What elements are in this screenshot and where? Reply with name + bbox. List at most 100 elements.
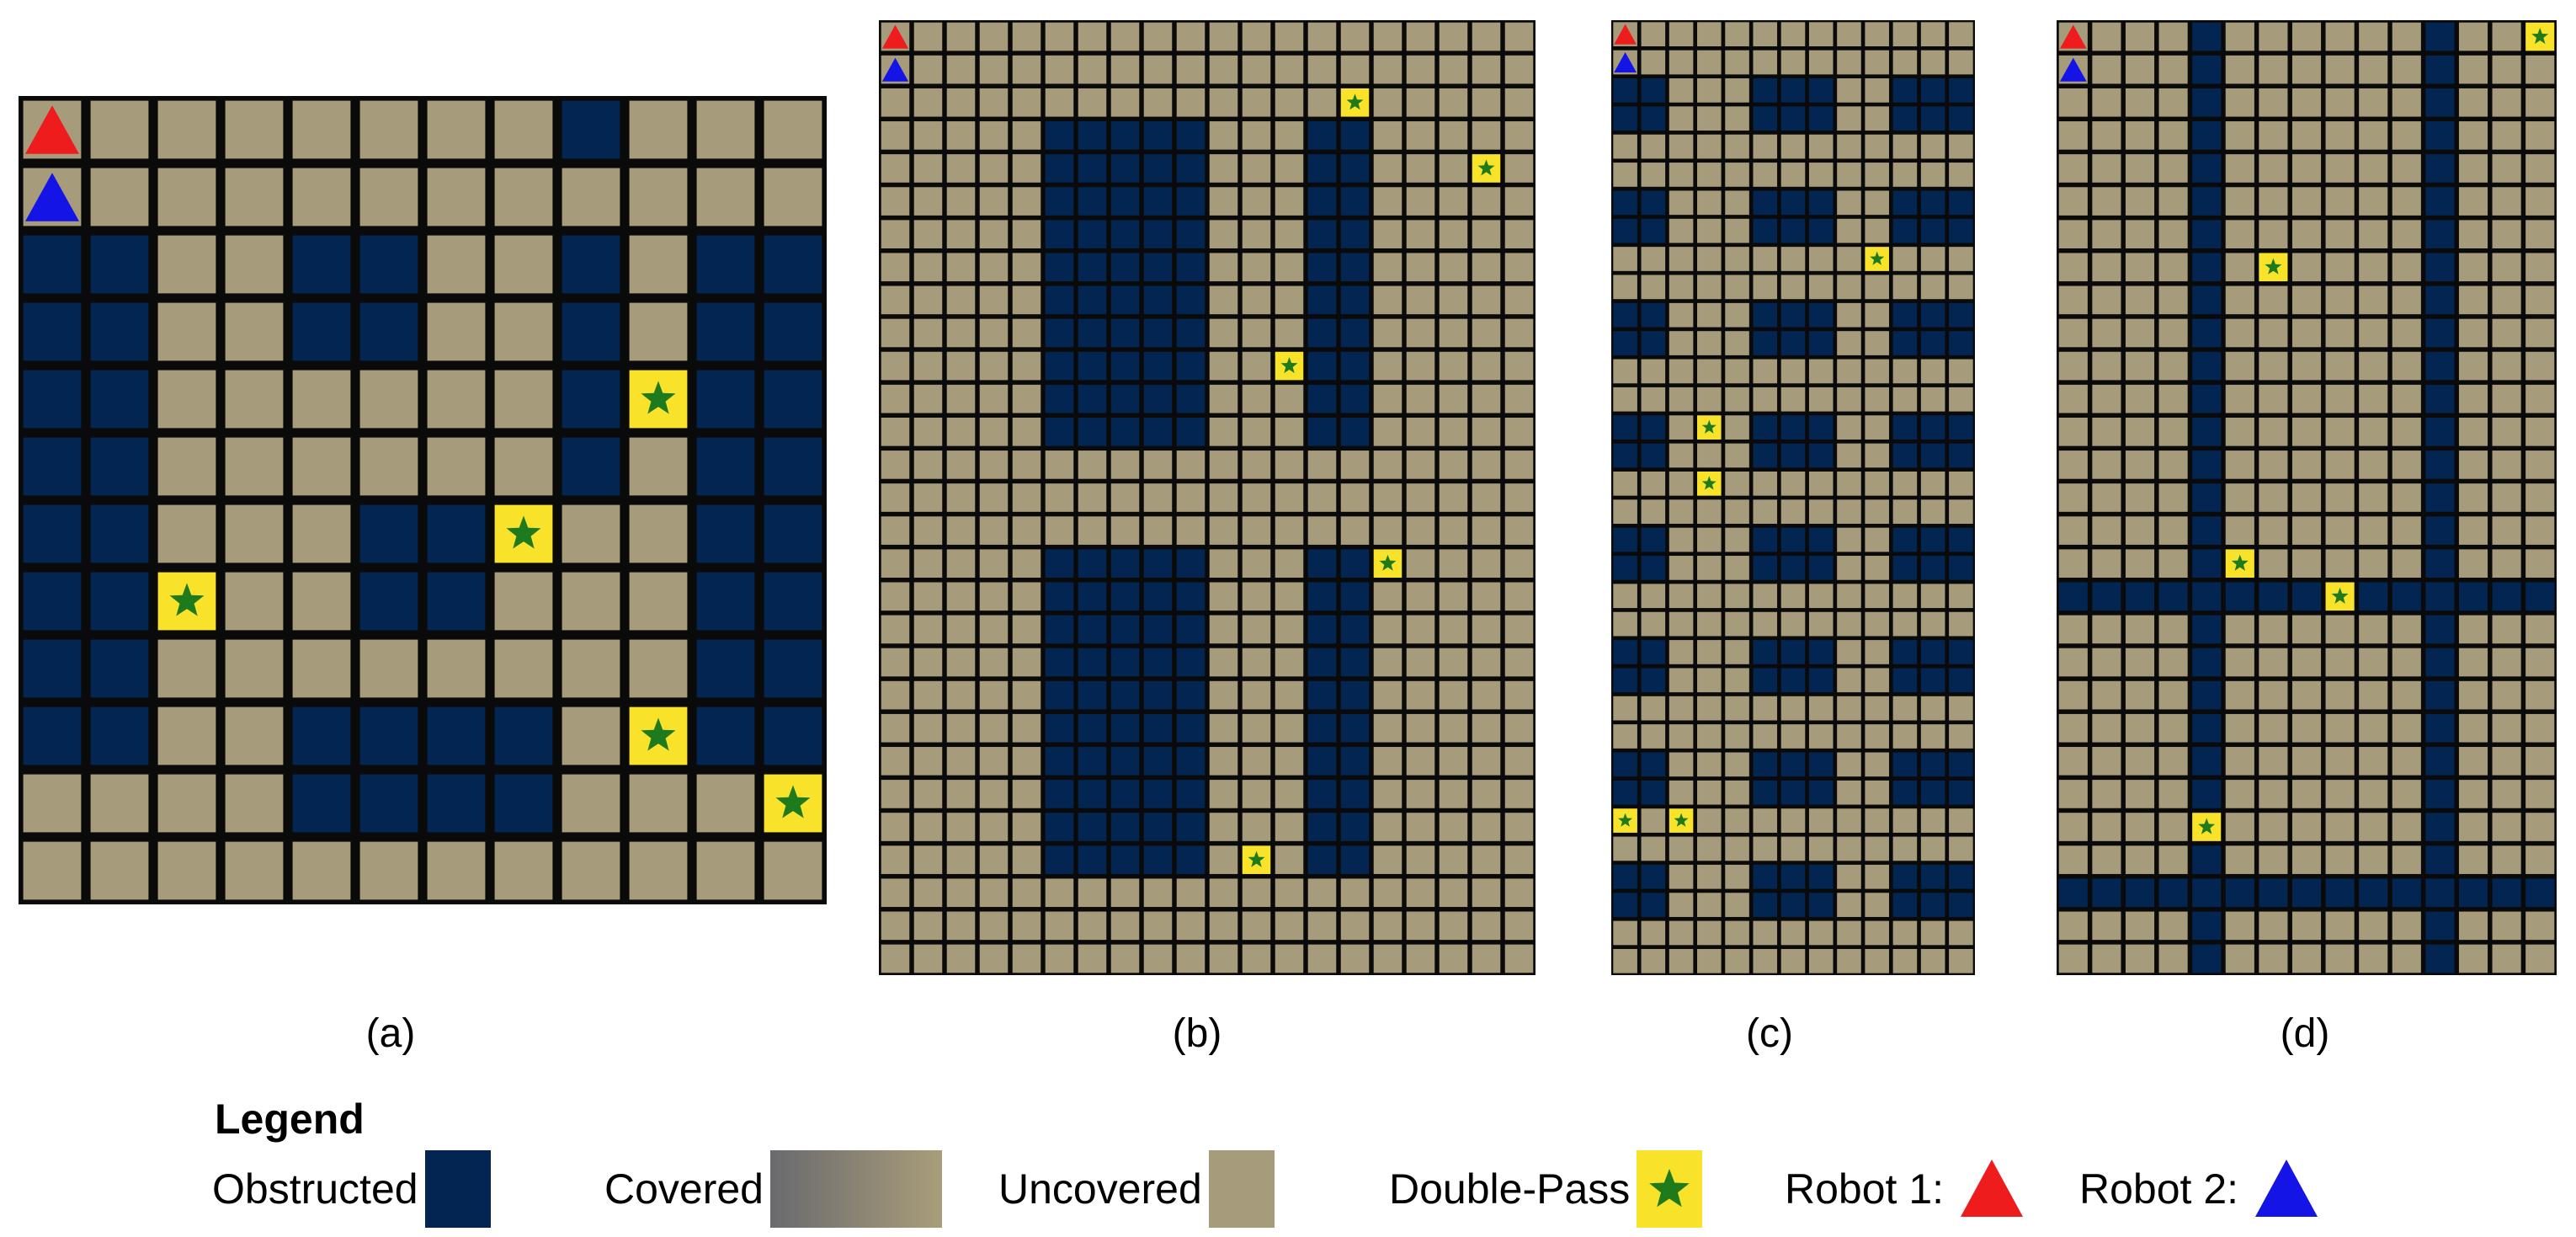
uncovered-cell	[913, 451, 943, 479]
obstructed-cell	[1078, 351, 1107, 381]
uncovered-cell	[1837, 808, 1861, 833]
uncovered-cell	[1472, 516, 1501, 545]
uncovered-cell	[1920, 724, 1945, 749]
uncovered-cell	[359, 437, 418, 496]
obstructed-cell	[2525, 582, 2555, 611]
legend-uncovered: Uncovered	[998, 1147, 1275, 1231]
obstructed-cell	[1340, 648, 1370, 677]
uncovered-cell	[2359, 351, 2388, 381]
uncovered-cell	[2359, 516, 2388, 545]
uncovered-cell	[2325, 220, 2355, 248]
obstructed-cell	[1613, 556, 1637, 580]
uncovered-cell	[1725, 443, 1749, 468]
uncovered-cell	[1242, 351, 1271, 381]
uncovered-cell	[629, 774, 688, 833]
uncovered-cell	[2325, 615, 2355, 644]
uncovered-cell	[2325, 483, 2355, 512]
obstructed-cell	[2425, 154, 2455, 183]
uncovered-cell	[629, 504, 688, 563]
uncovered-cell	[1143, 878, 1173, 908]
uncovered-cell	[2291, 187, 2322, 216]
uncovered-cell	[2359, 417, 2388, 446]
uncovered-cell	[2158, 318, 2188, 348]
uncovered-cell	[1472, 780, 1501, 808]
obstructed-cell	[1176, 154, 1206, 183]
star-icon	[1870, 251, 1885, 265]
uncovered-cell	[913, 253, 943, 282]
uncovered-cell	[1373, 713, 1402, 743]
uncovered-cell	[2158, 648, 2188, 677]
uncovered-cell	[2058, 680, 2088, 710]
uncovered-cell	[1613, 836, 1637, 861]
uncovered-cell	[2125, 648, 2155, 677]
uncovered-cell	[2492, 680, 2521, 710]
obstructed-cell	[23, 572, 82, 631]
uncovered-cell	[2092, 22, 2121, 51]
obstructed-cell	[1176, 845, 1206, 874]
uncovered-cell	[913, 220, 943, 248]
obstructed-cell	[1808, 752, 1834, 777]
obstructed-cell	[764, 370, 822, 429]
uncovered-cell	[2492, 22, 2521, 51]
uncovered-cell	[946, 747, 976, 776]
uncovered-cell	[1725, 948, 1749, 973]
uncovered-cell	[1275, 253, 1304, 282]
obstructed-cell	[1340, 121, 1370, 150]
uncovered-cell	[2158, 88, 2188, 117]
uncovered-cell	[1472, 384, 1501, 413]
uncovered-cell	[913, 285, 943, 315]
obstructed-cell	[1613, 78, 1637, 103]
uncovered-cell	[2158, 253, 2188, 282]
uncovered-cell	[1472, 813, 1501, 841]
uncovered-cell	[1373, 483, 1402, 512]
uncovered-cell	[1837, 247, 1861, 271]
obstructed-cell	[1753, 78, 1778, 103]
obstructed-cell	[2192, 417, 2222, 446]
uncovered-cell	[2291, 680, 2322, 710]
obstructed-cell	[696, 235, 755, 294]
legend: Obstructed Covered Uncovered Double-Pass…	[0, 1147, 2576, 1231]
uncovered-cell	[979, 813, 1009, 841]
uncovered-cell	[157, 639, 216, 698]
uncovered-cell	[2225, 121, 2254, 150]
legend-title: Legend	[215, 1096, 365, 1143]
uncovered-cell	[23, 774, 82, 833]
obstructed-cell	[23, 706, 82, 765]
obstructed-cell	[2192, 55, 2222, 84]
uncovered-cell	[1725, 752, 1749, 777]
uncovered-cell	[1406, 648, 1435, 677]
uncovered-cell	[2225, 648, 2254, 677]
uncovered-cell	[1725, 920, 1749, 946]
uncovered-cell	[2359, 220, 2388, 248]
uncovered-cell	[1725, 387, 1749, 412]
obstructed-cell	[1143, 384, 1173, 413]
uncovered-cell	[1725, 163, 1749, 187]
uncovered-cell	[696, 100, 755, 159]
obstructed-cell	[2225, 878, 2254, 908]
obstructed-cell	[1110, 154, 1140, 183]
uncovered-cell	[881, 648, 910, 677]
uncovered-cell	[157, 706, 216, 765]
uncovered-cell	[1012, 713, 1041, 743]
legend-covered-label: Covered	[604, 1165, 764, 1213]
uncovered-cell	[2158, 154, 2188, 183]
obstructed-cell	[1110, 318, 1140, 348]
uncovered-cell	[1920, 50, 1945, 75]
uncovered-cell	[1012, 220, 1041, 248]
uncovered-cell	[913, 615, 943, 644]
uncovered-cell	[1725, 724, 1749, 749]
obstructed-cell	[1892, 527, 1918, 552]
uncovered-cell	[1837, 190, 1861, 216]
obstructed-cell	[1078, 417, 1107, 446]
uncovered-cell	[2291, 747, 2322, 776]
uncovered-cell	[2125, 615, 2155, 644]
uncovered-cell	[1373, 22, 1402, 51]
uncovered-cell	[1780, 808, 1806, 833]
uncovered-cell	[2525, 483, 2555, 512]
uncovered-cell	[946, 187, 976, 216]
uncovered-cell	[359, 100, 418, 159]
obstructed-cell	[1340, 417, 1370, 446]
uncovered-cell	[1697, 724, 1722, 749]
obstructed-cell	[562, 437, 620, 496]
uncovered-cell	[1613, 499, 1637, 525]
